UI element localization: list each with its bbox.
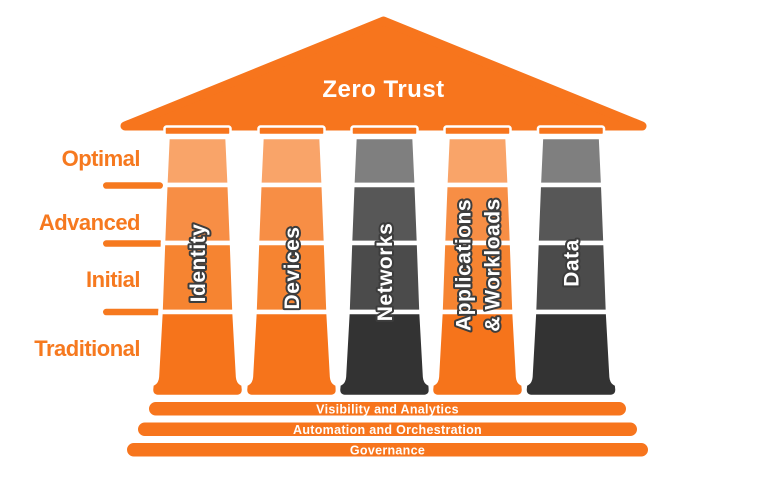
foundation: Visibility and Analytics Automation and … (123, 398, 652, 461)
foundation-bar-automation-orchestration (134, 418, 641, 440)
pillar-devices: Devices (245, 125, 338, 398)
pillar-applications-workloads-segment-traditional (431, 312, 524, 397)
pillar-devices-segment-traditional (245, 312, 338, 397)
maturity-tick-initial-traditional (103, 308, 163, 316)
pillar-applications-workloads-capital (443, 125, 512, 137)
roof: Zero Trust (120, 16, 647, 131)
foundation-bar-governance-label: Governance (350, 443, 425, 457)
pillar-data-segment-optimal (539, 137, 603, 185)
foundation-bar-governance (123, 439, 652, 461)
roof-pediment (120, 16, 647, 131)
pillar-networks-segment-optimal (352, 137, 416, 185)
pillar-networks-segment-traditional (338, 312, 431, 397)
pillar-identity-capital (163, 125, 232, 137)
pillar-applications-workloads-segment-optimal (445, 137, 509, 185)
pillar-data-label: Data (561, 239, 584, 287)
pillar-data: Data (525, 125, 618, 398)
pillar-devices-label: Devices (281, 227, 304, 310)
pillar-data-segment-traditional (525, 312, 618, 397)
pillar-devices-segment-optimal (259, 137, 323, 185)
maturity-label-advanced: Advanced (39, 210, 140, 235)
pillar-networks-label: Networks (374, 223, 397, 322)
pillar-applications-workloads-label-line2: & Workloads (482, 198, 505, 331)
foundation-bar-automation-orchestration-label: Automation and Orchestration (293, 423, 482, 437)
maturity-label-initial: Initial (86, 267, 140, 292)
maturity-label-traditional: Traditional (34, 336, 140, 361)
maturity-label-optimal: Optimal (62, 146, 140, 171)
pillar-applications-workloads-label-line1: Applications (453, 199, 476, 331)
pillar-identity-segment-optimal (165, 137, 229, 185)
pillar-data-capital (536, 125, 606, 137)
zero-trust-title: Zero Trust (322, 76, 444, 103)
pillar-identity: Identity (151, 125, 244, 398)
pillar-devices-capital (257, 125, 326, 137)
maturity-tick-advanced-initial (103, 240, 163, 247)
maturity-tick-optimal-advanced (103, 182, 163, 189)
pillar-networks: Networks (338, 125, 431, 398)
pillar-applications-workloads: Applications & Workloads (431, 125, 524, 398)
foundation-bar-visibility-analytics-label: Visibility and Analytics (316, 402, 459, 416)
pillar-identity-label: Identity (187, 224, 210, 303)
foundation-bar-visibility-analytics (145, 398, 630, 420)
pillar-identity-segment-traditional (151, 312, 244, 397)
maturity-scale: Optimal Advanced Initial Traditional (34, 146, 163, 361)
pillar-networks-capital (350, 125, 419, 137)
pillar-data-segment-advanced (537, 185, 606, 243)
